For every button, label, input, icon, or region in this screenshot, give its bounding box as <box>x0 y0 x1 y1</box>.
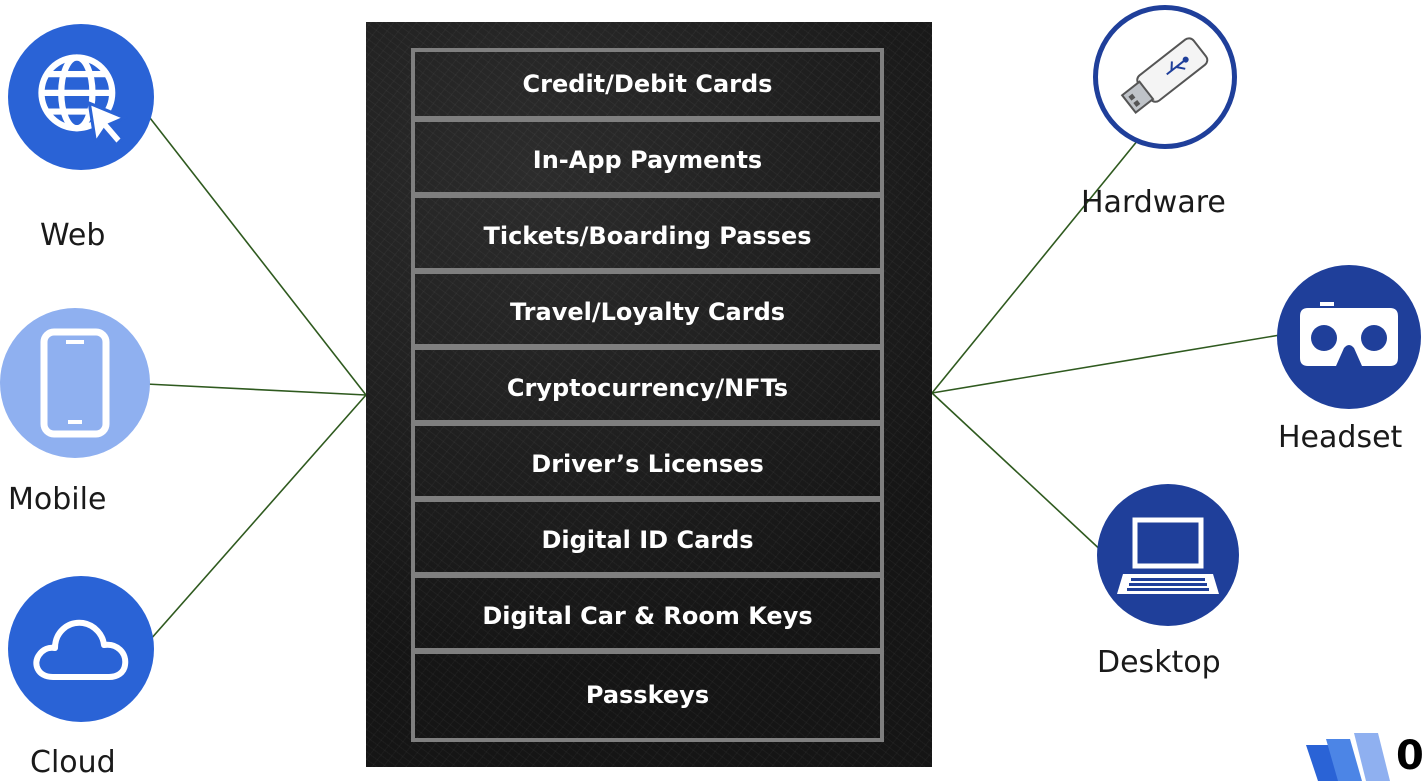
wallet-slots: Credit/Debit Cards In-App Payments Ticke… <box>411 48 884 742</box>
wallet-item-crypto: Cryptocurrency/NFTs <box>415 356 880 426</box>
cloud-icon <box>8 576 154 722</box>
wallet-item-credit-debit: Credit/Debit Cards <box>415 52 880 122</box>
usb-key-icon <box>1093 5 1237 149</box>
wallet-item-digital-id: Digital ID Cards <box>415 508 880 578</box>
wallet-item-car-room-keys: Digital Car & Room Keys <box>415 584 880 654</box>
wallet-item-travel-loyalty: Travel/Loyalty Cards <box>415 280 880 350</box>
connector-mobile <box>145 383 367 396</box>
platform-label-web: Web <box>40 218 106 253</box>
globe-cursor-icon <box>8 24 154 170</box>
wallet-item-tickets: Tickets/Boarding Passes <box>415 204 880 274</box>
brand-logo-icon <box>1306 733 1390 781</box>
vr-headset-icon <box>1277 265 1421 409</box>
connector-headset <box>931 334 1281 394</box>
connector-desktop <box>931 392 1107 556</box>
platform-label-hardware: Hardware <box>1081 185 1226 220</box>
connector-hardware <box>931 139 1139 394</box>
wallet-item-in-app-payments: In-App Payments <box>415 128 880 198</box>
connector-cloud <box>149 394 367 641</box>
platform-label-cloud: Cloud <box>30 745 116 780</box>
platform-label-desktop: Desktop <box>1097 645 1221 680</box>
wallet-item-passkeys: Passkeys <box>585 681 710 709</box>
platform-label-mobile: Mobile <box>8 482 107 517</box>
smartphone-icon <box>0 308 150 458</box>
wallet-panel <box>366 22 932 767</box>
laptop-icon <box>1097 484 1239 626</box>
wallet-item-drivers-licenses: Driver’s Licenses <box>415 432 880 502</box>
platform-label-headset: Headset <box>1278 420 1403 455</box>
connector-web <box>149 117 367 396</box>
brand-logo-text: 0 <box>1396 733 1424 779</box>
